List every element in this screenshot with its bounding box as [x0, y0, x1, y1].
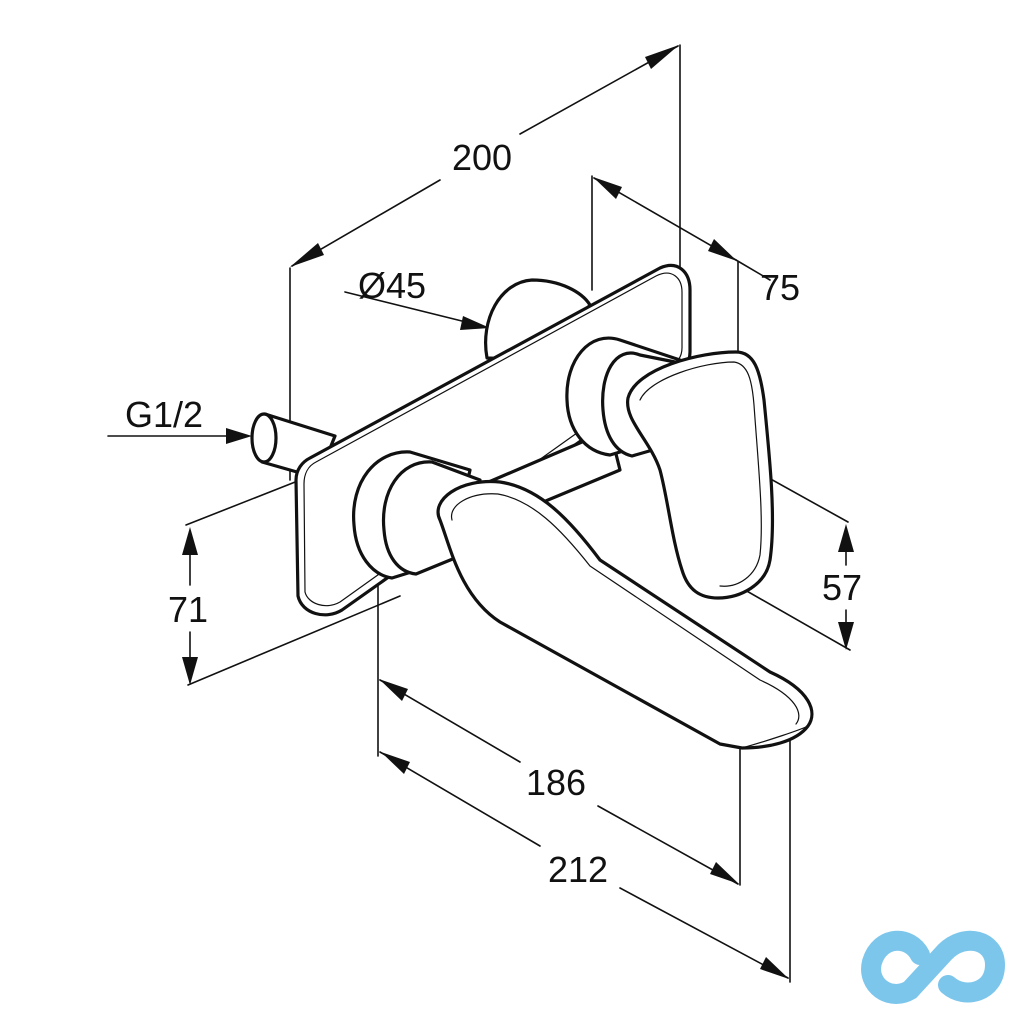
- dim-label-57: 57: [822, 567, 862, 608]
- arrow-71-bottom: [182, 657, 198, 685]
- arrow-186-left: [379, 679, 408, 701]
- cd-logo-icon: [861, 930, 1006, 1004]
- dimension-diameter: [344, 291, 490, 330]
- dimension-212: [379, 739, 791, 983]
- arrow-57-top: [838, 524, 854, 552]
- arrow-200-left: [290, 243, 324, 267]
- dim-label-diameter: Ø45: [358, 265, 426, 306]
- arrow-75-left: [593, 177, 622, 199]
- arrow-57-bottom: [838, 622, 854, 650]
- arrow-71-top: [182, 527, 198, 555]
- arrow-75-right: [708, 239, 737, 261]
- dimension-connection: [107, 428, 252, 444]
- rear-cylinder: [484, 278, 592, 362]
- dimension-71: [182, 472, 401, 686]
- dim-label-75: 75: [760, 267, 800, 308]
- arrow-212-left: [381, 752, 410, 774]
- dim-label-200: 200: [452, 137, 512, 178]
- dim-label-212: 212: [548, 849, 608, 890]
- dim-label-186: 186: [526, 762, 586, 803]
- arrow-212-right: [760, 957, 789, 979]
- arrow-186-right: [710, 862, 739, 884]
- dim-label-connection: G1/2: [125, 394, 203, 435]
- arrow-200-right: [645, 45, 679, 69]
- dimension-186: [377, 584, 741, 886]
- arrow-connection: [226, 428, 252, 444]
- spout: [436, 479, 814, 750]
- dim-label-71: 71: [168, 589, 208, 630]
- arrow-diameter: [460, 316, 490, 330]
- handle-lever: [626, 350, 775, 600]
